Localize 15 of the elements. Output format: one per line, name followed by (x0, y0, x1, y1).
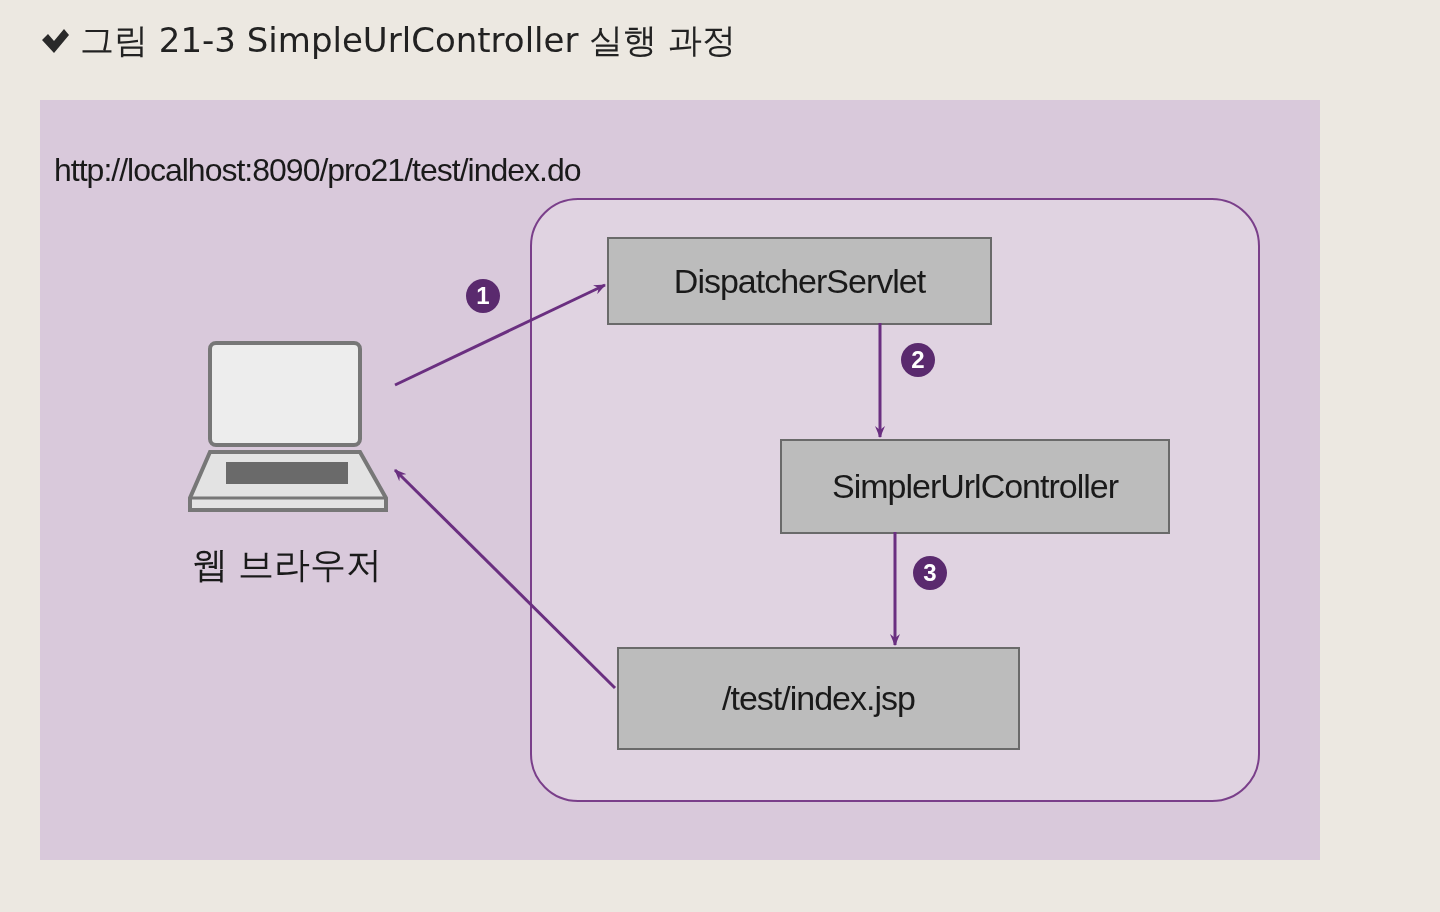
box-label: /test/index.jsp (722, 679, 915, 718)
process-box (780, 439, 1170, 534)
node-label: 웹 브라우저 (192, 543, 383, 587)
figure-title: 그림 21-3 SimpleUrlController 실행 과정 (80, 19, 737, 62)
box-label: DispatcherServlet (673, 261, 926, 301)
arrow (393, 468, 617, 690)
process-box (617, 647, 1020, 750)
arrow (875, 323, 885, 438)
process-box (607, 237, 992, 325)
arrow (890, 532, 900, 646)
diagram-panel (40, 100, 1320, 860)
url-text: http://localhost:8090/pro21/test/index.do (54, 152, 581, 189)
container-box (530, 198, 1260, 802)
arrow (394, 283, 606, 387)
box-label: SimplerUrlController (831, 467, 1119, 506)
